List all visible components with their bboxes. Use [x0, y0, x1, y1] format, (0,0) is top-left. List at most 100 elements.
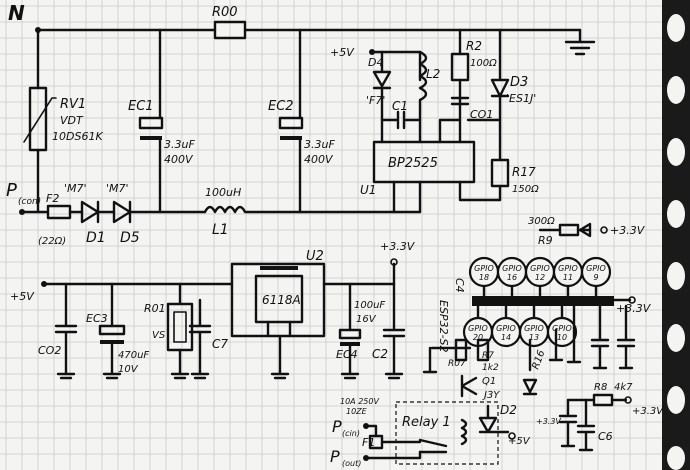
co2-capacitor [54, 282, 78, 376]
u2-box [230, 262, 326, 338]
l2-inductor [418, 50, 428, 122]
c2-capacitor [382, 282, 406, 376]
graph-paper-grid [0, 0, 662, 470]
d4-label: D4 [368, 56, 383, 69]
c1-label: C1 [392, 99, 408, 113]
f2-fuse [46, 204, 72, 220]
plus5-d2-label: +5V [508, 436, 531, 447]
co1-capacitor [450, 96, 470, 106]
r16-label: R16 [530, 349, 547, 371]
plus33-mid-label: +3.3V [380, 240, 416, 253]
p-cin-node-label: P [332, 417, 342, 436]
plus33-r8-label: +3.3V [632, 406, 664, 417]
plus5-top-label: +5V [330, 46, 355, 59]
r8-label: R8 [594, 382, 607, 393]
ec1-value1-label: 3.3uF [164, 138, 195, 151]
ec2-value2-label: 400V [304, 153, 334, 166]
r2-label: R2 [466, 39, 482, 53]
l2-label: L2 [426, 67, 440, 81]
d2-label: D2 [500, 403, 517, 417]
r9-led [576, 222, 592, 238]
r8-value-label: 4k7 [614, 382, 633, 393]
r7-label: R7 [482, 351, 494, 361]
p-cin-sub-label: (cin) [342, 429, 360, 438]
r9-label: R9 [538, 234, 553, 247]
r7-resistor [476, 338, 490, 362]
ec3-capacitor [98, 324, 126, 336]
u2-chip [254, 274, 304, 324]
co1-label: CO1 [470, 108, 493, 121]
r16-led [522, 338, 538, 396]
notebook-binding [662, 0, 690, 470]
d4-code-label: 'F7' [366, 94, 385, 107]
d3-code-label: 'ES1J' [506, 92, 536, 105]
co2-label: CO2 [38, 344, 61, 357]
d5-label: D5 [120, 230, 140, 246]
ec4-value1-label: 100uF [354, 300, 385, 311]
ec1-value2-label: 400V [164, 153, 194, 166]
c7-capacitor [188, 298, 212, 376]
p-out-sub-label: (out) [342, 459, 361, 468]
ec3-value2-label: 10V [118, 364, 139, 375]
buck-converter-section: +5V D4 'F7' L2 C1 BP2525 U1 R2 100Ω CO1 … [330, 28, 539, 214]
r07-resistor [454, 338, 468, 362]
u1-part-label: BP2525 [388, 156, 438, 171]
r01-vs-label: VS [152, 330, 166, 341]
r00-label: R00 [212, 5, 238, 20]
plus33-r9-label: +3.3V [610, 224, 646, 237]
push-switch [558, 398, 578, 448]
d3-diode [490, 28, 510, 162]
ground-symbol-top [564, 28, 596, 56]
d1-code-label: 'M7' [64, 182, 87, 195]
ec3-value1-label: 470uF [118, 350, 149, 361]
r01-resistor [166, 302, 194, 352]
ec2-label: EC2 [268, 99, 294, 114]
p-out-node-label: P [330, 447, 340, 466]
p-con-sub-label: (con) [18, 197, 41, 207]
ec4-label: EC4 [336, 348, 358, 361]
d5-code-label: 'M7' [106, 182, 129, 195]
c1-capacitor [380, 110, 422, 130]
ec1-capacitor [138, 116, 164, 130]
r17-value-label: 150Ω [512, 184, 539, 195]
esp32-header-bar [472, 296, 614, 306]
q1-part-label: J3Y [482, 390, 500, 401]
u2-part-label: 6118A [262, 293, 301, 307]
c4-label: C4 [453, 278, 466, 293]
r07-label: R07 [448, 359, 466, 369]
r7-value-label: 1k2 [482, 363, 499, 373]
u2-label: U2 [306, 249, 324, 264]
ec1-label: EC1 [128, 99, 154, 114]
c7-label: C7 [212, 337, 228, 351]
ldo-section: +5V CO2 EC3 470uF 10V R01 VS C7 6118A U2 [10, 240, 416, 380]
r17-label: R17 [512, 165, 536, 179]
f1-label: F1 [362, 436, 375, 449]
esp32-module-label: ESP32-S2 [437, 300, 450, 353]
l1-value-label: 100uH [205, 186, 241, 199]
plus33-r16-label: +3.3V [536, 417, 561, 426]
c6-capacitor [576, 398, 596, 452]
ac-input-section: N R00 RV1 VDT 10DS61K P (con) F2 (22Ω) '… [6, 1, 596, 247]
f1-value2-label: 10ZE [346, 407, 368, 416]
neutral-node-label: N [8, 1, 25, 25]
relay-label: Relay 1 [402, 415, 451, 430]
r2-resistor [450, 52, 470, 82]
c2-label: C2 [372, 347, 388, 361]
p-con-node-label: P [6, 180, 17, 201]
